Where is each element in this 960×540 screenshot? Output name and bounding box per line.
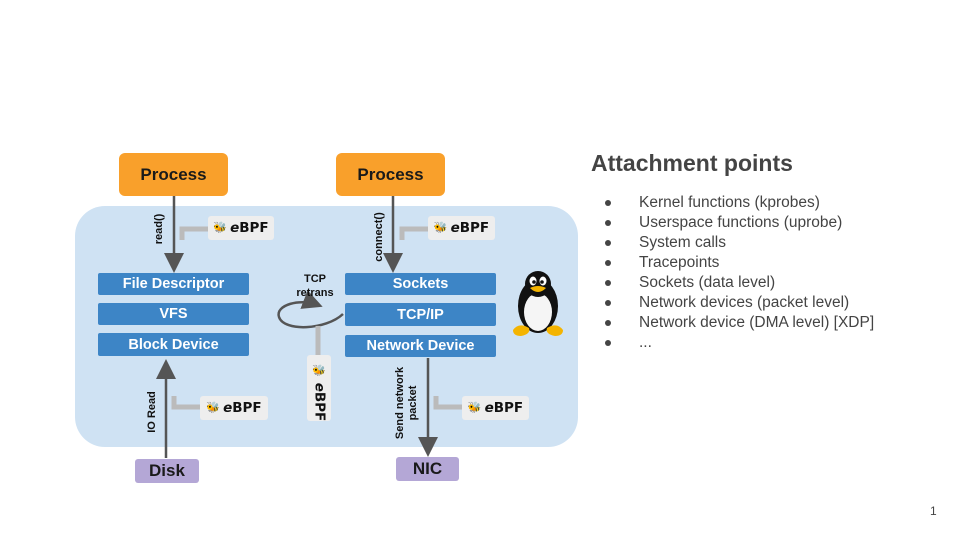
bee-icon: 🐝 <box>312 365 326 377</box>
bullet-icon <box>605 320 611 326</box>
ebpf-badge-send: 🐝 eBPF <box>462 396 529 420</box>
bullet-icon <box>605 280 611 286</box>
send-packet-label-line1: Send network <box>394 366 406 440</box>
list-item: ... <box>605 333 874 353</box>
ebpf-badge-connect: 🐝 eBPF <box>428 216 495 240</box>
list-item: Userspace functions (uprobe) <box>605 213 874 233</box>
ebpf-logo-text: eBPF <box>223 400 262 416</box>
list-item: Tracepoints <box>605 253 874 273</box>
left-process-box: Process <box>119 153 228 196</box>
right-process-box: Process <box>336 153 445 196</box>
bee-icon: 🐝 <box>206 401 221 414</box>
ebpf-hook-read <box>179 226 208 240</box>
bullet-icon <box>605 220 611 226</box>
bullet-icon <box>605 340 611 346</box>
list-item: Kernel functions (kprobes) <box>605 193 874 213</box>
tux-penguin-icon <box>513 271 563 336</box>
sockets-layer: Sockets <box>345 273 496 295</box>
ebpf-badge-io: 🐝 eBPF <box>200 396 268 420</box>
ebpf-badge-read: 🐝 eBPF <box>208 216 274 240</box>
ebpf-logo-text: eBPF <box>450 220 490 236</box>
bee-icon: 🐝 <box>213 221 228 234</box>
nic-box: NIC <box>396 457 459 481</box>
attachment-points-list: Kernel functions (kprobes) Userspace fun… <box>605 193 874 353</box>
list-item: Network devices (packet level) <box>605 293 874 313</box>
ebpf-logo-text: eBPF <box>230 220 269 236</box>
ebpf-hook-io <box>171 396 200 410</box>
tcp-retrans-label: TCP retrans <box>296 273 334 299</box>
ebpf-hook-send <box>433 396 462 410</box>
slide-title: Attachment points <box>591 150 793 176</box>
disk-box: Disk <box>135 459 199 483</box>
ebpf-badge-tcp: 🐝 eBPF <box>307 355 331 421</box>
list-item: Network device (DMA level) [XDP] <box>605 313 874 333</box>
bullet-icon <box>605 260 611 266</box>
ebpf-logo-text: eBPF <box>311 382 327 422</box>
connect-label: connect() <box>373 212 385 262</box>
list-item: Sockets (data level) <box>605 273 874 293</box>
send-packet-label-line2: packet <box>407 385 419 421</box>
vfs-layer: VFS <box>98 303 249 325</box>
ebpf-logo-text: eBPF <box>484 400 524 416</box>
read-label: read() <box>153 213 165 245</box>
tcp-ip-layer: TCP/IP <box>345 303 496 326</box>
bee-icon: 🐝 <box>467 401 482 414</box>
block-device-layer: Block Device <box>98 333 249 356</box>
bee-icon: 🐝 <box>433 221 448 234</box>
page-number: 1 <box>930 504 937 518</box>
file-descriptor-layer: File Descriptor <box>98 273 249 295</box>
list-item: System calls <box>605 233 874 253</box>
io-read-label: IO Read <box>146 391 158 433</box>
network-device-layer: Network Device <box>345 335 496 357</box>
bullet-icon <box>605 240 611 246</box>
tcp-retrans-arrow <box>277 290 344 329</box>
bullet-icon <box>605 300 611 306</box>
bullet-icon <box>605 200 611 206</box>
ebpf-hook-connect <box>399 226 428 240</box>
